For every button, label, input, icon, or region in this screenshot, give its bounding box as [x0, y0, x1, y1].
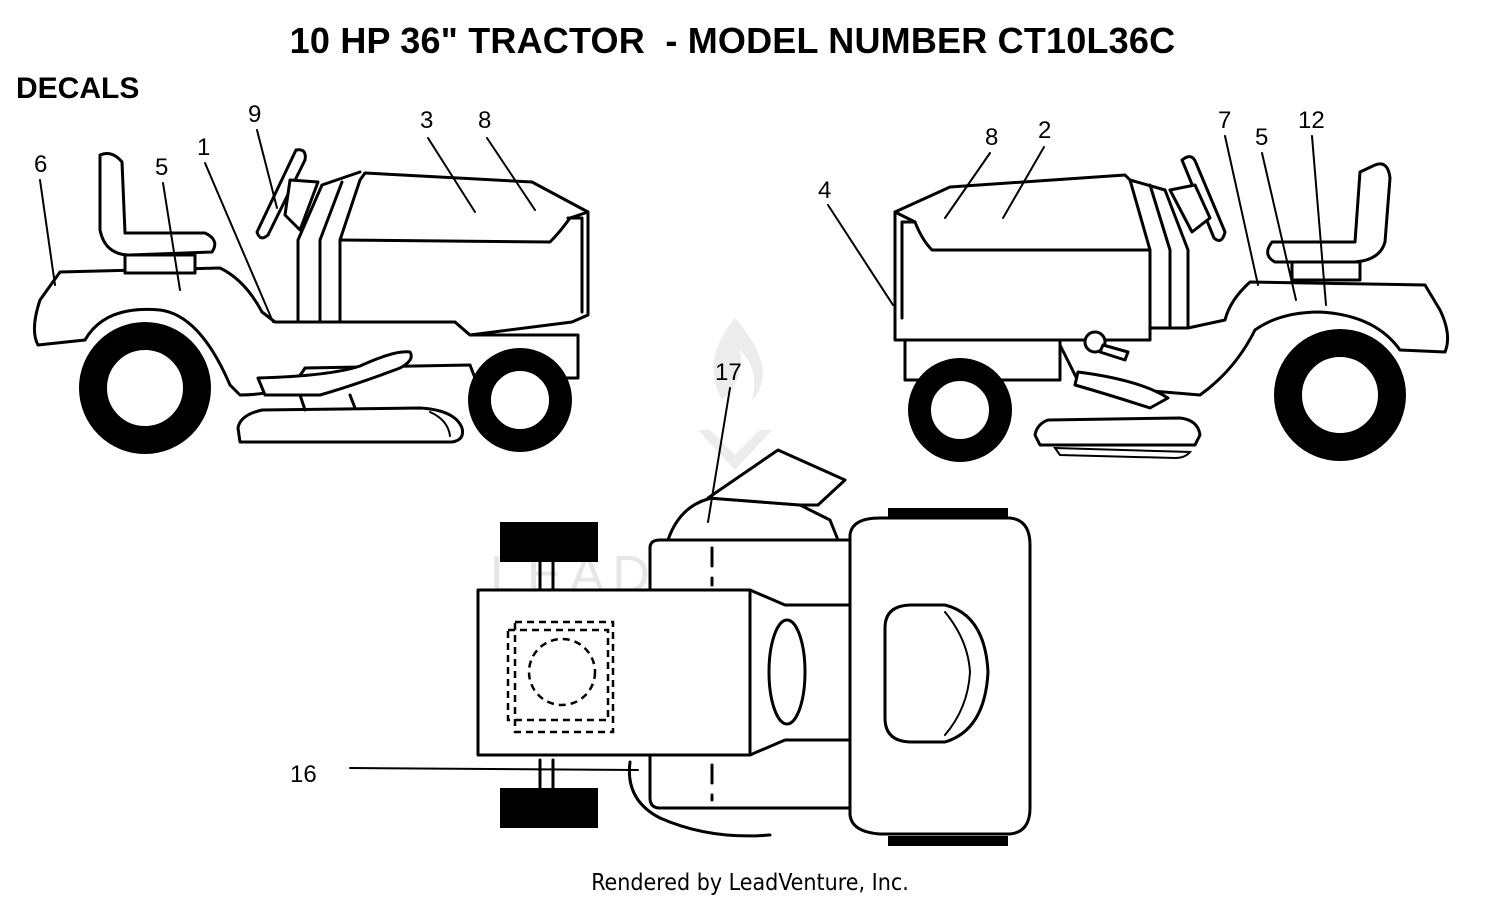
mower-deck — [1033, 416, 1202, 447]
callout-label: 1 — [197, 134, 210, 161]
callout-label: 8 — [985, 124, 998, 151]
hood — [338, 171, 590, 337]
callout-label: 3 — [420, 107, 433, 134]
steering-wheel-top — [767, 618, 807, 726]
callout-label: 16 — [290, 761, 317, 788]
lift-lever-knob — [1083, 330, 1107, 354]
callout-label: 7 — [1218, 107, 1231, 134]
callout-label: 12 — [1298, 107, 1325, 134]
callout-label: 5 — [1255, 124, 1268, 151]
callout-label: 2 — [1038, 117, 1051, 144]
callout-label: 4 — [818, 177, 831, 204]
seat — [98, 152, 217, 257]
steering-column — [1168, 183, 1212, 234]
mower-deck — [236, 406, 464, 444]
seat-base — [1290, 260, 1362, 282]
discharge-chute — [627, 760, 772, 838]
seat-back-top — [706, 448, 847, 507]
steering-wheel — [255, 148, 307, 240]
section-label: DECALS — [16, 72, 140, 105]
footrest — [256, 350, 413, 397]
rear-fender — [1058, 280, 1450, 397]
watermark-flame-icon — [713, 318, 763, 400]
footer-credit: Rendered by LeadVenture, Inc. — [591, 870, 909, 896]
seat-base — [123, 253, 197, 275]
steering-column — [283, 178, 320, 232]
callout-label: 5 — [155, 154, 168, 181]
tractor-left-side-view: 6 5 1 9 3 8 — [33, 101, 590, 454]
diagram-title: 10 HP 36" TRACTOR - MODEL NUMBER CT10L36… — [289, 20, 1176, 61]
rear-fender — [33, 266, 580, 397]
front-tire-top — [500, 522, 598, 562]
footrest — [1073, 370, 1170, 410]
lift-lever — [1098, 343, 1130, 362]
watermark-logo-icon — [698, 430, 772, 470]
hood — [893, 173, 1152, 342]
seat — [1266, 162, 1392, 264]
rear-tire-bottom — [888, 836, 1008, 846]
tractor-top-view: 17 16 — [290, 359, 1032, 846]
front-tire-bottom — [500, 788, 598, 828]
seat-top — [883, 603, 990, 744]
tractor-right-side-view: 4 8 2 7 5 12 — [818, 107, 1450, 462]
callout-label: 6 — [34, 151, 47, 178]
callout-label: 9 — [248, 101, 261, 128]
callout-label: 8 — [478, 107, 491, 134]
callout-label: 17 — [715, 359, 742, 386]
steering-wheel — [1180, 155, 1227, 242]
